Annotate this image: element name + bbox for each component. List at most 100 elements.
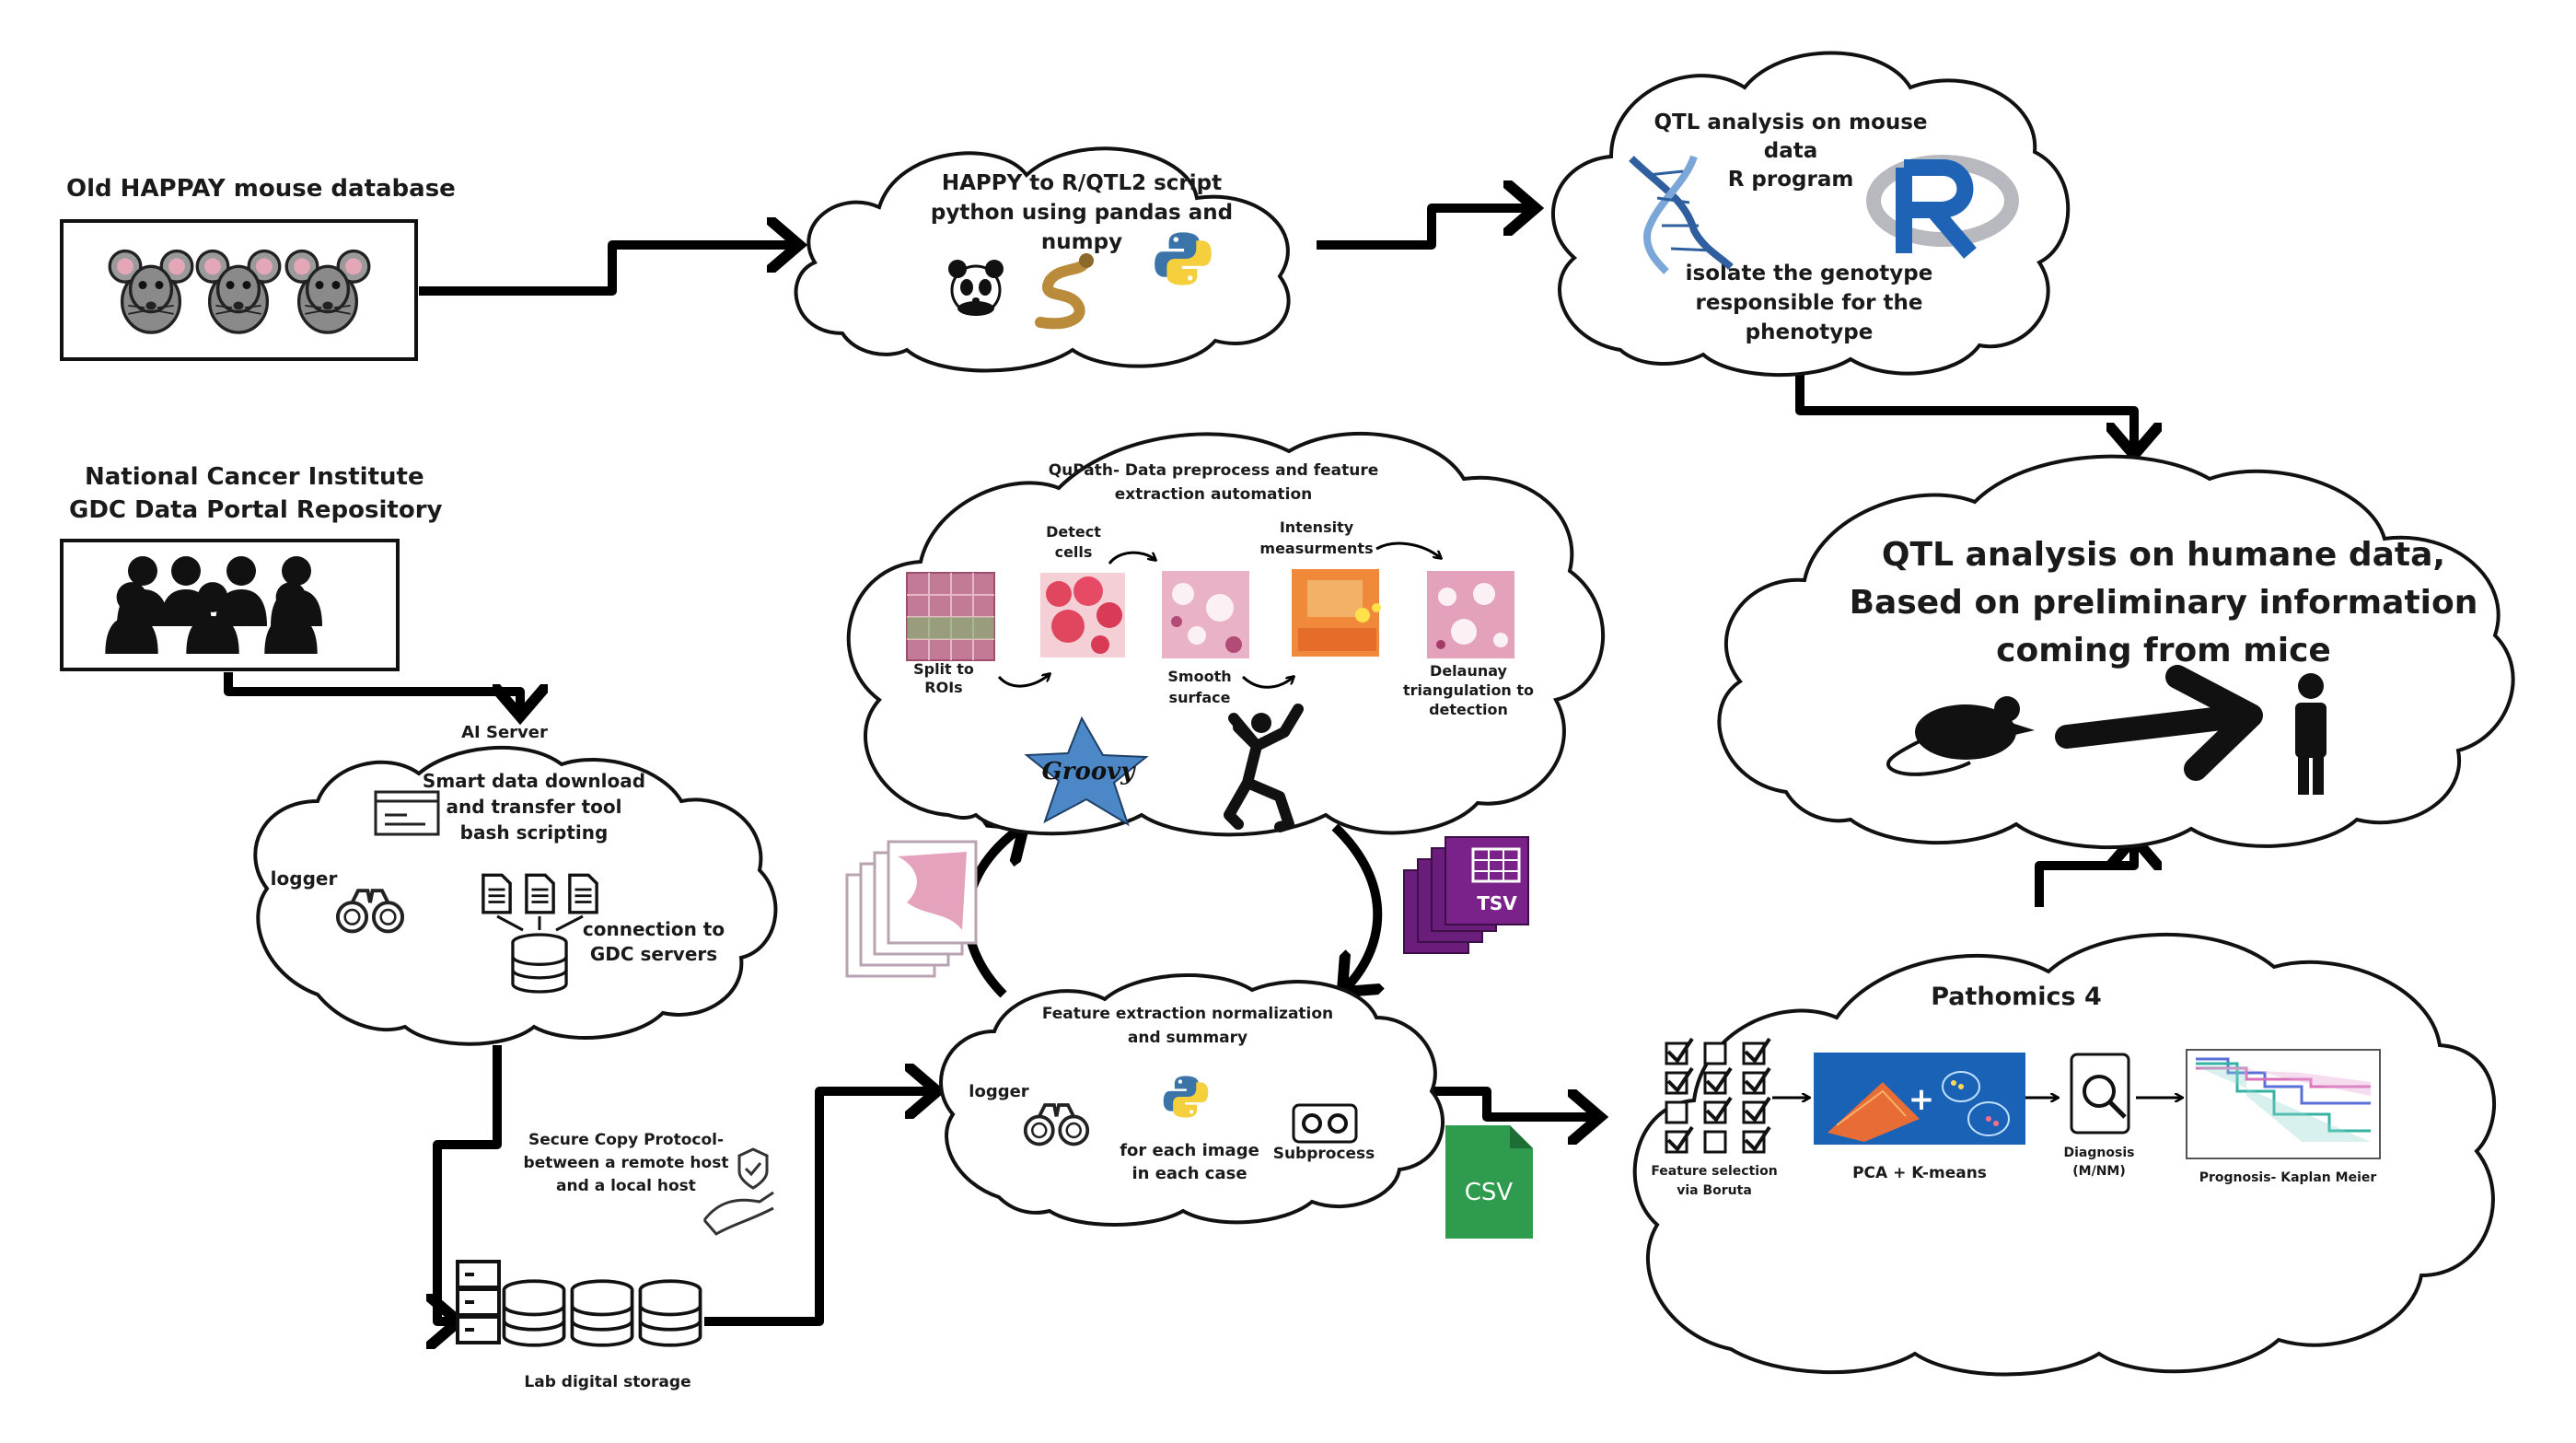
qtl-mouse-line6: phenotype <box>1746 320 1874 344</box>
feature-extraction-cloud: Feature extraction normalization and sum… <box>939 972 1445 1227</box>
step-delaunay-line3: detection <box>1429 701 1508 718</box>
qtl-mouse-line2: data <box>1764 139 1818 163</box>
ai-server-cloud: AI Server Smart data download and transf… <box>253 723 778 1046</box>
ai-conn-line2: GDC servers <box>590 943 717 965</box>
slide-stack-icon <box>845 840 978 978</box>
qtl-human-line1: QTL analysis on humane data, <box>1882 536 2445 574</box>
svg-text:+: + <box>1909 1081 1935 1118</box>
step-smooth-line1: Smooth <box>1167 668 1231 685</box>
step-intensity-line2: measurments <box>1259 540 1373 557</box>
happy-line2: python using pandas and <box>931 201 1233 225</box>
tissue-roi-image <box>906 572 995 661</box>
arrow-qupath-to-feature <box>1331 823 1377 990</box>
dna-icon <box>1629 155 1734 274</box>
step-detect-line2: cells <box>1055 543 1093 561</box>
arrow-mouse-db-to-happy <box>419 245 796 296</box>
nci-title-line2: GDC Data Portal Repository <box>69 496 443 524</box>
qtl-mouse-line5: responsible for the <box>1696 291 1923 315</box>
tissue-smooth-image <box>1162 571 1249 658</box>
server-rack-icon <box>456 1260 501 1344</box>
lab-digital-storage: Lab digital storage <box>456 1260 701 1391</box>
tissue-delaunay-image <box>1427 571 1514 658</box>
qupath-dancer-icon <box>1224 704 1304 832</box>
nci-title-line1: National Cancer Institute <box>85 463 424 491</box>
step-delaunay-line1: Delaunay <box>1430 662 1508 680</box>
step-intensity-line1: Intensity <box>1280 518 1354 536</box>
arrow-ai-server-to-storage <box>437 1045 502 1321</box>
qtl-mouse-line4: isolate the genotype <box>1686 262 1933 285</box>
pca-label: PCA + K-means <box>1852 1164 1987 1182</box>
arrow-feature-to-pathomics <box>1404 1087 1597 1117</box>
ai-download-line1: Smart data download <box>423 770 645 792</box>
ai-server-label: AI Server <box>461 723 548 742</box>
mouse-silhouette-icon <box>1886 696 2035 776</box>
subprocess-gears-icon <box>1292 1103 1358 1144</box>
feature-each-line2: in each case <box>1131 1164 1247 1183</box>
groovy-logo-icon: Groovy <box>1024 716 1149 827</box>
pathomics-title: Pathomics 4 <box>1931 983 2102 1011</box>
nci-gdc-repository: National Cancer Institute GDC Data Porta… <box>60 463 443 671</box>
database-icon <box>572 1281 632 1345</box>
arrow-happy-to-qtl-mouse <box>1317 208 1533 250</box>
diagnosis-magnifier-icon <box>2070 1053 2130 1135</box>
happy-line1: HAPPY to R/QTL2 script <box>942 171 1222 195</box>
step-delaunay-line2: triangulation to <box>1403 681 1534 699</box>
mouse-db-title: Old HAPPAY mouse database <box>66 175 456 203</box>
tsv-file-icon: TSV <box>1403 836 1529 954</box>
qtl-mouse-cloud: QTL analysis on mouse data R program iso… <box>1550 51 2071 378</box>
csv-label: CSV <box>1465 1179 1514 1206</box>
step-split-line2: ROIs <box>924 679 962 696</box>
step-split-line1: Split to <box>913 660 974 678</box>
happy-script-cloud: HAPPY to R/QTL2 script python using pand… <box>794 146 1291 373</box>
feature-title-line2: and summary <box>1128 1029 1247 1047</box>
qtl-mouse-line3: R program <box>1728 168 1854 192</box>
qtl-human-line2: Based on preliminary information <box>1850 584 2478 622</box>
scp-line2: between a remote host <box>524 1154 729 1172</box>
feature-logger-label: logger <box>969 1082 1029 1101</box>
flow-lines <box>224 208 2134 1321</box>
qupath-step-arrow <box>1241 677 1294 689</box>
feature-subprocess-label: Subprocess <box>1273 1145 1375 1163</box>
pca-kmeans-image: + <box>1814 1053 2025 1145</box>
qupath-step-arrow <box>1375 541 1441 558</box>
download-arrows <box>496 914 584 932</box>
feature-each-line1: for each image <box>1120 1141 1259 1160</box>
ai-download-line3: bash scripting <box>460 821 609 844</box>
ai-logger-label: logger <box>271 867 338 890</box>
qupath-step-arrow <box>997 674 1050 688</box>
human-transfer-arrow <box>2055 704 2249 749</box>
tissue-intensity-image <box>1292 569 1381 657</box>
diag-line2: (M/NM) <box>2072 1164 2126 1179</box>
panda-icon <box>948 260 1004 316</box>
csv-file-icon: CSV <box>1445 1125 1533 1239</box>
arrow-qtl-mouse-to-human <box>1795 368 2134 452</box>
database-icon <box>511 933 568 994</box>
qupath-step-arrow <box>1108 551 1155 564</box>
tsv-label: TSV <box>1477 892 1517 914</box>
code-window-icon <box>374 790 440 836</box>
scp-line3: and a local host <box>556 1177 696 1195</box>
step-smooth-line2: surface <box>1169 689 1231 706</box>
document-icon <box>525 873 555 914</box>
feature-title-line1: Feature extraction normalization <box>1042 1005 1333 1023</box>
step-detect-line1: Detect <box>1046 523 1101 541</box>
arrow-pathomics-to-human <box>2035 841 2134 907</box>
ai-conn-line1: connection to <box>583 918 725 940</box>
happy-line3: numpy <box>1041 230 1122 254</box>
mouse-database: Old HAPPAY mouse database <box>60 175 456 361</box>
database-icon <box>640 1281 700 1345</box>
kaplan-meier-image <box>2186 1049 2381 1159</box>
document-icon <box>482 873 512 914</box>
fs-line1: Feature selection <box>1651 1164 1777 1179</box>
fs-line2: via Boruta <box>1677 1183 1752 1198</box>
human-figure-icon <box>2295 673 2327 795</box>
storage-label: Lab digital storage <box>524 1373 690 1391</box>
qupath-title-line2: extraction automation <box>1115 485 1313 504</box>
qupath-cloud: QuPath- Data preprocess and feature extr… <box>846 431 1606 837</box>
scp-line1: Secure Copy Protocol- <box>528 1131 724 1149</box>
document-icon <box>568 873 598 914</box>
ai-download-line2: and transfer tool <box>446 796 621 818</box>
r-logo-icon <box>1866 155 2019 259</box>
qupath-title-line1: QuPath- Data preprocess and feature <box>1049 461 1379 480</box>
qtl-human-cloud: QTL analysis on humane data, Based on pr… <box>1717 454 2515 850</box>
